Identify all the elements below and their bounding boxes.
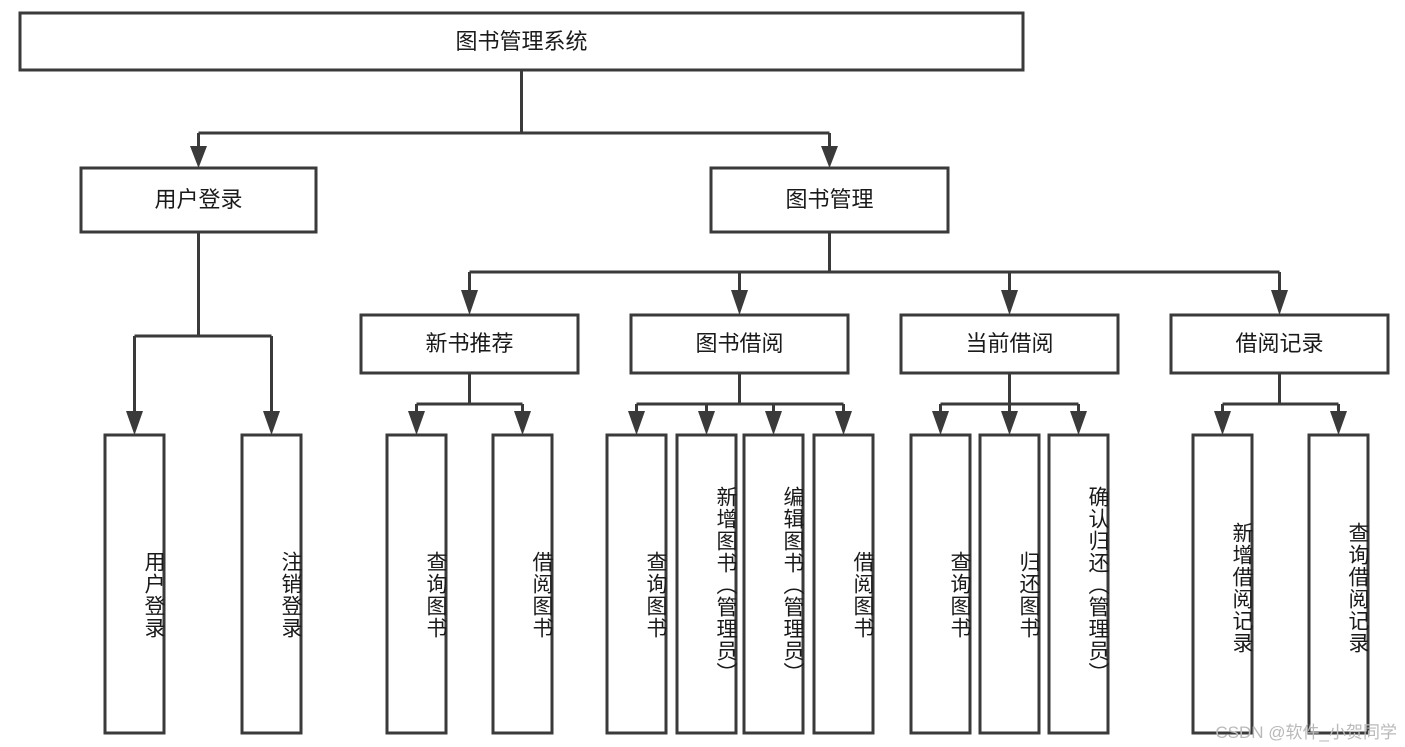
- leaf-box-query-book-2[interactable]: [605, 433, 668, 735]
- arrow-head-leaf-7: [765, 411, 782, 435]
- node-level3-book-borrow-box[interactable]: [629, 313, 850, 375]
- node-level2-user-login-label: 用户登录: [154, 187, 242, 212]
- node-level3-borrow-record-label: 借阅记录: [1235, 331, 1323, 356]
- arrow-head-leaf-1: [126, 411, 143, 435]
- node-root-box[interactable]: [18, 11, 1025, 72]
- node-level3-book-borrow[interactable]: 图书借阅: [629, 313, 850, 375]
- node-level2-user-login[interactable]: 用户登录: [79, 166, 318, 234]
- leaf-box-logout[interactable]: [240, 433, 303, 735]
- arrow-head-level3-2: [731, 290, 748, 315]
- arrow-head-leaf-2: [263, 411, 280, 435]
- leaf-box-query-book-1[interactable]: [385, 433, 448, 735]
- node-level2-book-mgmt-box[interactable]: [709, 166, 950, 234]
- arrow-head-leaf-12: [1214, 411, 1231, 435]
- arrow-head-level3-1: [461, 290, 478, 315]
- leaf-box-add-record[interactable]: [1191, 433, 1254, 735]
- node-level3-borrow-record-box[interactable]: [1169, 313, 1390, 375]
- leaf-box-return-book[interactable]: [978, 433, 1041, 735]
- leaf-box-user-login[interactable]: [103, 433, 166, 735]
- node-level2-user-login-box[interactable]: [79, 166, 318, 234]
- node-level2-book-mgmt[interactable]: 图书管理: [709, 166, 950, 234]
- node-level3-current-borrow[interactable]: 当前借阅: [899, 313, 1120, 375]
- arrow-head-level3-4: [1271, 290, 1288, 315]
- node-level3-new-book-box[interactable]: [359, 313, 580, 375]
- leaf-box-query-book-3[interactable]: [909, 433, 972, 735]
- leaf-box-add-book[interactable]: [675, 433, 738, 735]
- arrow-head-leaf-10: [1001, 411, 1018, 435]
- node-level2-book-mgmt-label: 图书管理: [785, 187, 873, 212]
- arrow-head-leaf-9: [932, 411, 949, 435]
- leaf-box-edit-book[interactable]: [742, 433, 805, 735]
- arrow-head-leaf-13: [1330, 411, 1347, 435]
- arrow-head-leaf-11: [1070, 411, 1087, 435]
- arrow-head-book-mgmt: [821, 146, 838, 168]
- node-level3-current-borrow-box[interactable]: [899, 313, 1120, 375]
- arrow-head-leaf-4: [514, 411, 531, 435]
- arrow-head-user-login: [190, 146, 207, 168]
- leaf-box-borrow-book-2[interactable]: [812, 433, 875, 735]
- watermark-text: CSDN @软件_小贺同学: [1215, 723, 1397, 742]
- leaf-box-query-record[interactable]: [1307, 433, 1370, 735]
- connectors: [126, 70, 1347, 435]
- node-level3-new-book-label: 新书推荐: [425, 331, 513, 356]
- node-root[interactable]: 图书管理系统: [18, 11, 1025, 72]
- node-level3-current-borrow-label: 当前借阅: [965, 331, 1053, 356]
- arrow-head-leaf-3: [408, 411, 425, 435]
- arrow-head-leaf-5: [628, 411, 645, 435]
- arrow-head-leaf-6: [698, 411, 715, 435]
- leaf-boxes: [103, 433, 1370, 735]
- node-level3-borrow-record[interactable]: 借阅记录: [1169, 313, 1390, 375]
- arrow-head-leaf-8: [835, 411, 852, 435]
- node-root-label: 图书管理系统: [455, 29, 587, 54]
- leaf-box-confirm-return[interactable]: [1047, 433, 1110, 735]
- node-level3-book-borrow-label: 图书借阅: [695, 331, 783, 356]
- node-level3-new-book[interactable]: 新书推荐: [359, 313, 580, 375]
- arrow-head-level3-3: [1001, 290, 1018, 315]
- leaf-box-borrow-book-1[interactable]: [491, 433, 554, 735]
